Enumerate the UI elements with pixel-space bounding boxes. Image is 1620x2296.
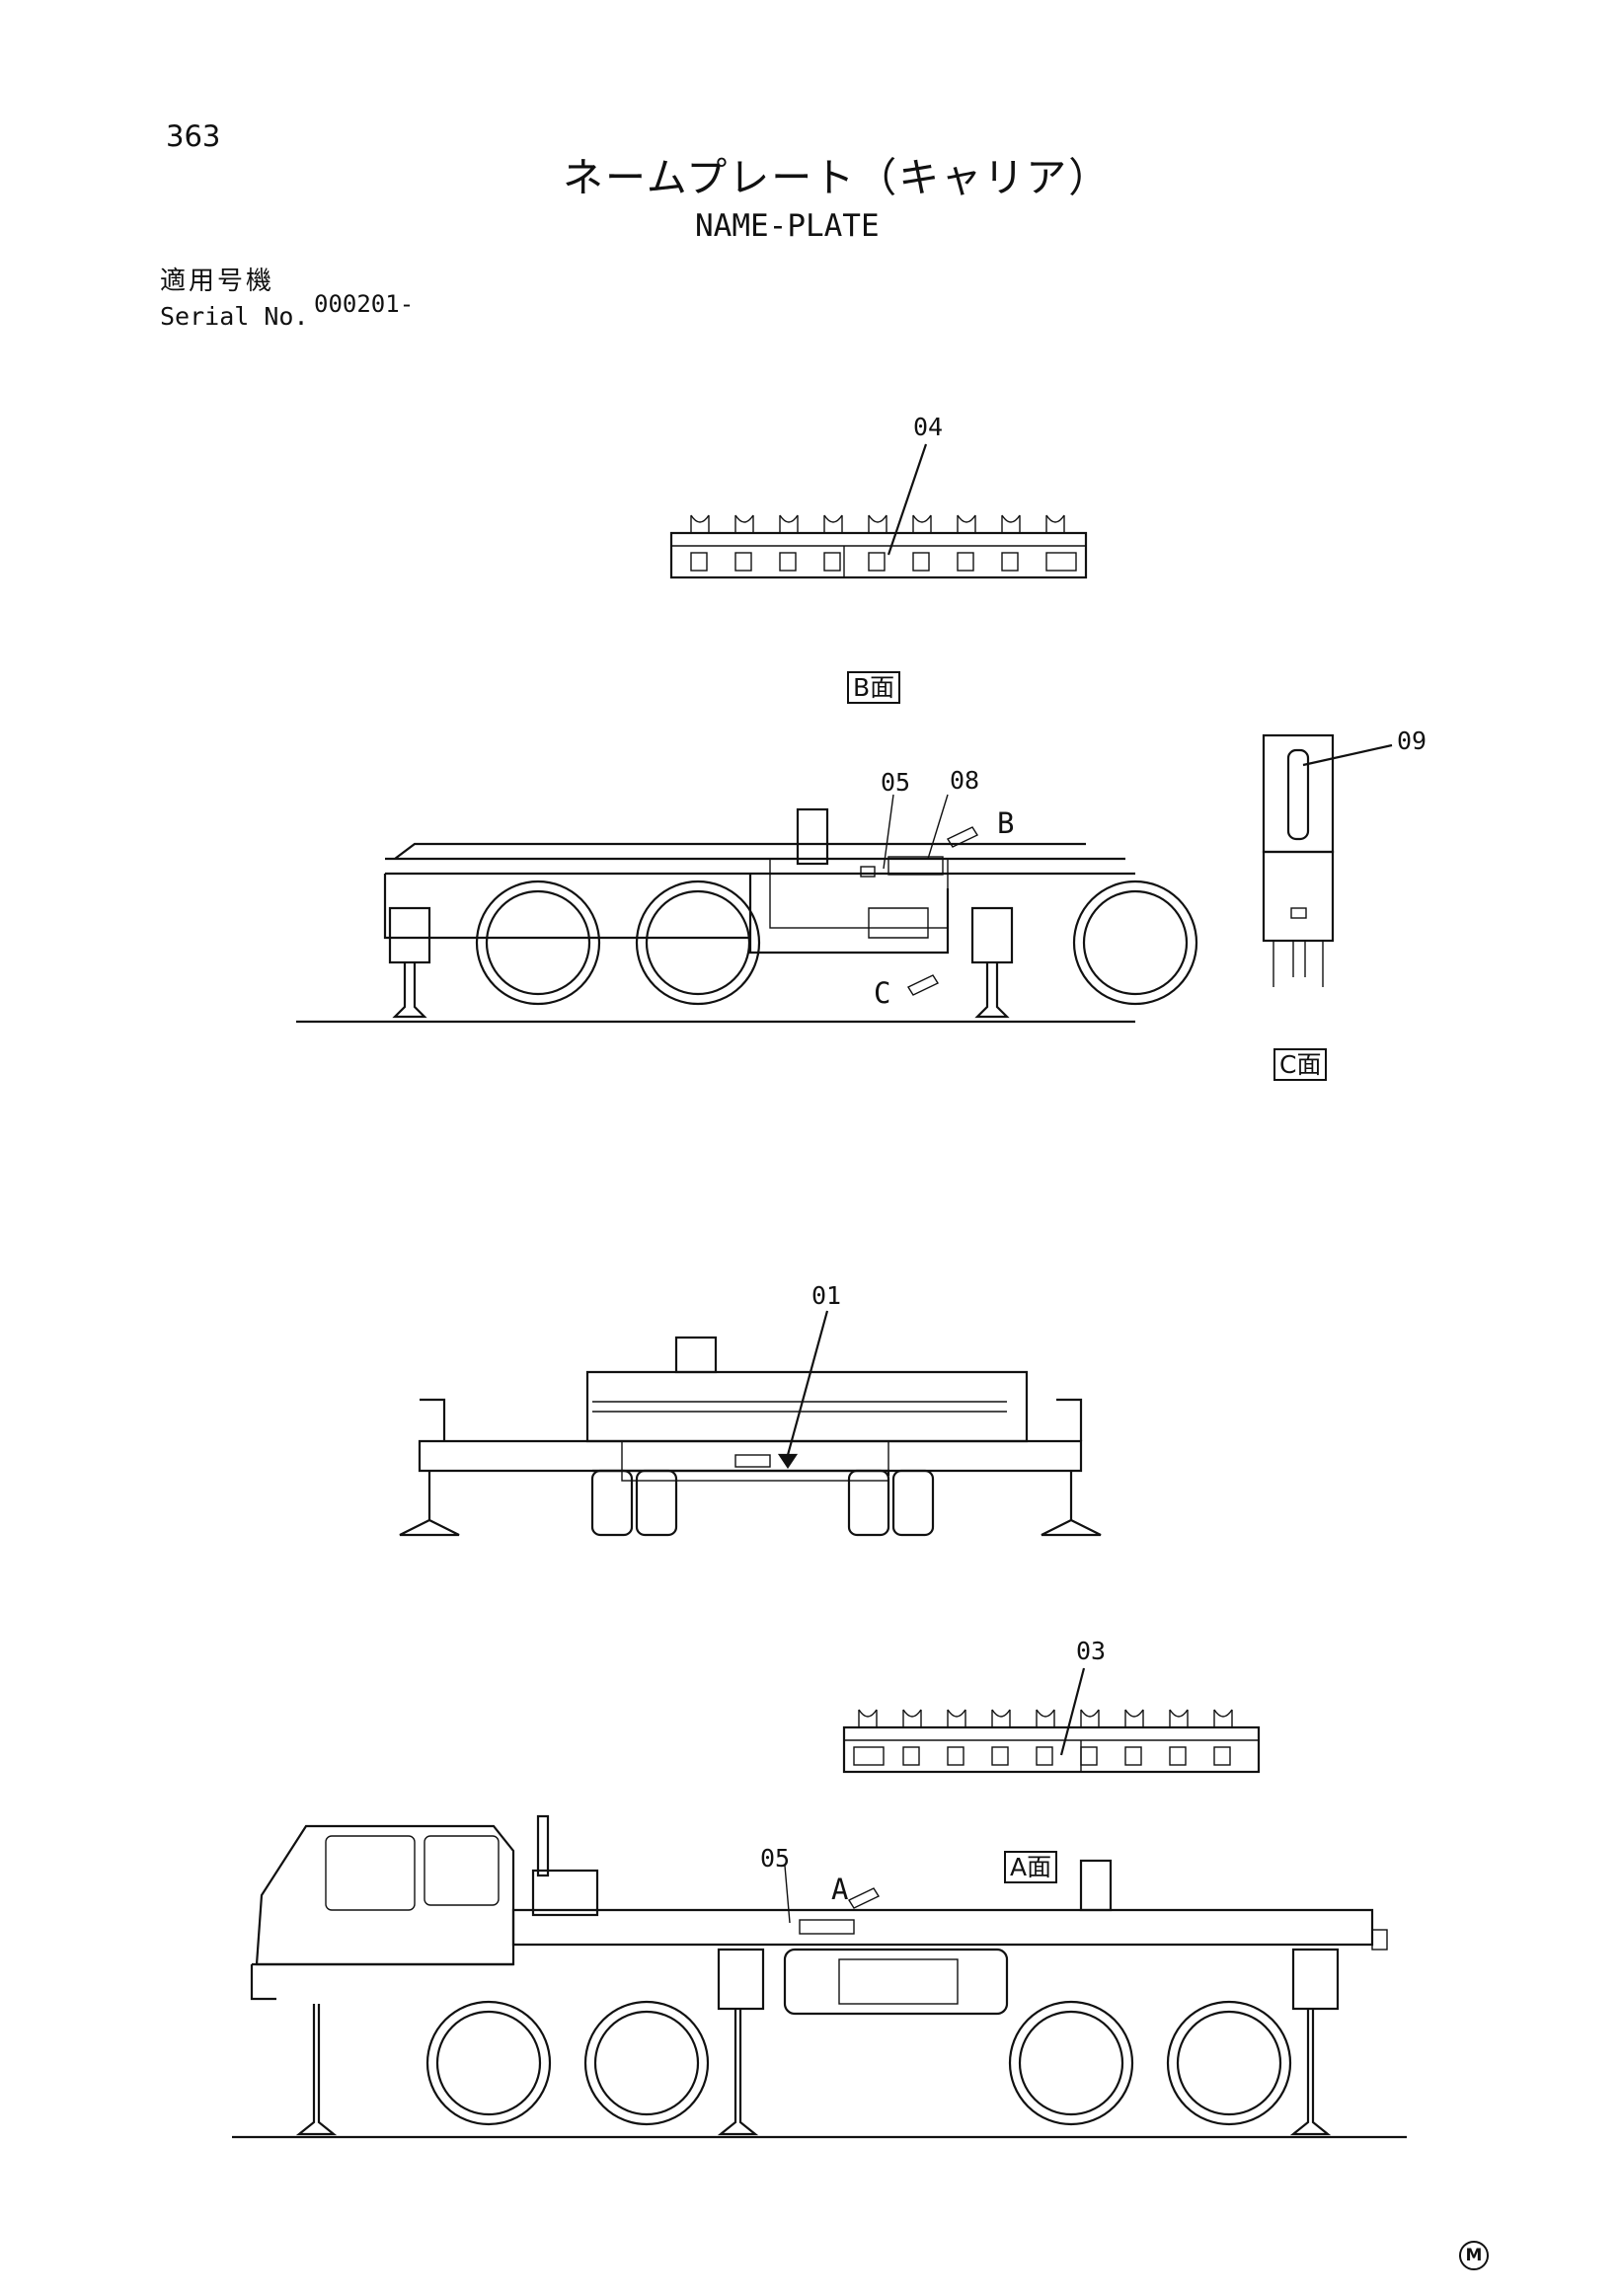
view-arrow-c: C [874,976,891,1010]
callout-01: 01 [811,1281,842,1310]
nameplate-strip-04 [669,443,1088,579]
page-number: 363 [166,119,221,153]
view-label-c-face: C面 [1273,1048,1328,1081]
callout-05-upper: 05 [881,768,911,797]
view-arrow-b: B [997,806,1015,840]
serial-label-japanese: 適用号機 [160,267,275,296]
c-face-detail [1262,733,1393,987]
carrier-side-view-upper [296,794,1198,1024]
page-title-japanese: ネームプレート（キャリア） [563,154,1112,201]
callout-04: 04 [913,413,944,441]
carrier-rear-view [399,1310,1102,1537]
manual-mark-icon: M [1459,2241,1489,2270]
callout-05-lower: 05 [760,1844,791,1873]
callout-09: 09 [1397,727,1427,755]
callout-08: 08 [950,766,980,795]
page-title-english: NAME-PLATE [695,208,880,244]
carrier-side-view-lower [232,1814,1407,2139]
callout-03: 03 [1076,1637,1107,1665]
nameplate-strip-03 [842,1667,1261,1774]
view-label-b-face: B面 [847,671,901,704]
serial-label-english: Serial No. [160,302,309,331]
view-label-a-face: A面 [1004,1851,1058,1883]
serial-number-value: 000201- [314,290,415,318]
view-arrow-a: A [831,1873,849,1906]
